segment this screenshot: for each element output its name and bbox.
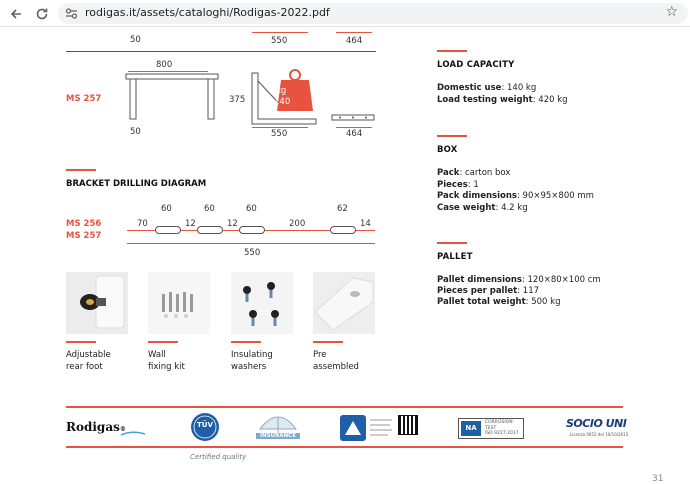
rear-foot-image bbox=[66, 272, 128, 334]
tuv-certificate-logo bbox=[340, 415, 366, 441]
top-dim-line-right bbox=[336, 32, 372, 33]
pack-dimensions-line: Pack dimensions: 90×95×800 mm bbox=[437, 191, 594, 201]
load-testing-line: Load testing weight: 420 kg bbox=[437, 95, 568, 105]
rodigas-swoosh-icon bbox=[120, 431, 146, 436]
corrosion-test-logo: NA CORROSION TEST ISO 9227:2017 bbox=[458, 418, 524, 439]
pallet-accent bbox=[437, 242, 467, 244]
box-title: BOX bbox=[437, 145, 458, 155]
ms257-depth-line bbox=[252, 127, 308, 128]
top-dim-line-middle bbox=[252, 32, 308, 33]
ms257-model-label: MS 257 bbox=[66, 94, 102, 104]
top-dim-middle: 550 bbox=[271, 36, 288, 46]
drill-slot-3 bbox=[239, 226, 265, 234]
drill-slot-4 bbox=[330, 226, 356, 234]
iso-cert-text-block bbox=[370, 416, 394, 440]
drill-dim-70: 70 bbox=[137, 219, 148, 229]
ms257-load-value: 140 bbox=[274, 97, 291, 107]
ms257-side-view bbox=[251, 69, 317, 125]
card-3-accent bbox=[231, 341, 261, 343]
card-4-accent bbox=[313, 341, 343, 343]
top-divider bbox=[66, 51, 376, 52]
ms257-side-depth-line bbox=[336, 127, 372, 128]
ms257-front-view bbox=[125, 73, 219, 120]
drill-dim-slot-1: 60 bbox=[161, 204, 172, 214]
wall-fixing-kit-image bbox=[148, 272, 210, 334]
drill-total-dim: 550 bbox=[244, 248, 261, 258]
browser-toolbar: rodigas.it/assets/cataloghi/Rodigas-2022… bbox=[0, 0, 690, 27]
tuv-logo: TÜV bbox=[190, 412, 220, 448]
drill-dim-14: 14 bbox=[360, 219, 371, 229]
certified-quality-label: Certified quality bbox=[190, 453, 247, 461]
ms257-top-view bbox=[331, 114, 375, 121]
ms257-width-dim: 800 bbox=[156, 60, 173, 70]
footer-top-line bbox=[66, 406, 623, 408]
socio-uni-license: Licenza 0052 del 10/10/2015 bbox=[570, 432, 629, 437]
ms257-load-unit: kg bbox=[276, 86, 287, 96]
rodigas-logo: Rodigas® bbox=[66, 420, 126, 434]
url-text: rodigas.it/assets/cataloghi/Rodigas-2022… bbox=[85, 6, 330, 19]
card-2-accent bbox=[148, 341, 178, 343]
drilling-title: BRACKET DRILLING DIAGRAM bbox=[66, 179, 207, 189]
ms257-width-line bbox=[128, 71, 208, 72]
case-weight-line: Case weight: 4.2 kg bbox=[437, 203, 528, 213]
drilling-model-1: MS 256 bbox=[66, 219, 102, 229]
domestic-use-line: Domestic use: 140 kg bbox=[437, 83, 537, 93]
drilling-accent-bar bbox=[66, 169, 96, 171]
load-capacity-title: LOAD CAPACITY bbox=[437, 60, 515, 70]
footer-bottom-line bbox=[66, 446, 623, 448]
pallet-total-weight-line: Pallet total weight: 500 kg bbox=[437, 297, 561, 307]
ms257-left-depth-dim: 50 bbox=[130, 127, 141, 137]
reload-icon[interactable] bbox=[32, 4, 52, 24]
drill-dim-slot-4: 62 bbox=[337, 204, 348, 214]
drill-total-line bbox=[127, 243, 375, 244]
top-dim-left: 50 bbox=[130, 35, 141, 45]
pack-line: Pack: carton box bbox=[437, 168, 511, 178]
star-icon[interactable]: ☆ bbox=[665, 4, 678, 20]
pallet-dimensions-line: Pallet dimensions: 120×80×100 cm bbox=[437, 275, 601, 285]
insurance-logo: INSURANCE bbox=[256, 411, 300, 447]
qr-code-icon bbox=[398, 415, 418, 435]
card-1-accent bbox=[66, 341, 96, 343]
ms257-depth-dim: 550 bbox=[271, 129, 288, 139]
drill-dim-slot-3: 60 bbox=[246, 204, 257, 214]
pieces-line: Pieces: 1 bbox=[437, 180, 479, 190]
insulating-washers-image bbox=[231, 272, 293, 334]
box-accent bbox=[437, 135, 467, 137]
drill-dim-200: 200 bbox=[289, 219, 306, 229]
top-dim-right: 464 bbox=[346, 36, 363, 46]
pieces-per-pallet-line: Pieces per pallet: 117 bbox=[437, 286, 540, 296]
pallet-title: PALLET bbox=[437, 252, 473, 262]
ms257-side-depth-dim: 464 bbox=[346, 129, 363, 139]
drill-dim-12b: 12 bbox=[227, 219, 238, 229]
ms257-height-dim: 375 bbox=[229, 95, 246, 105]
load-capacity-accent bbox=[437, 50, 467, 52]
address-bar[interactable]: rodigas.it/assets/cataloghi/Rodigas-2022… bbox=[58, 3, 688, 24]
drill-slot-2 bbox=[197, 226, 223, 234]
site-info-icon[interactable] bbox=[64, 6, 79, 21]
pdf-page: 50 550 464 MS 257 800 50 375 kg 140 550 … bbox=[30, 27, 670, 484]
drill-slot-1 bbox=[155, 226, 181, 234]
pre-assembled-image bbox=[313, 272, 375, 334]
drilling-model-2: MS 257 bbox=[66, 231, 102, 241]
back-arrow-icon[interactable] bbox=[6, 4, 26, 24]
socio-uni-logo: SOCIO UNI bbox=[566, 417, 627, 430]
drill-dim-12a: 12 bbox=[185, 219, 196, 229]
page-number: 31 bbox=[652, 474, 664, 484]
drill-dim-slot-2: 60 bbox=[204, 204, 215, 214]
